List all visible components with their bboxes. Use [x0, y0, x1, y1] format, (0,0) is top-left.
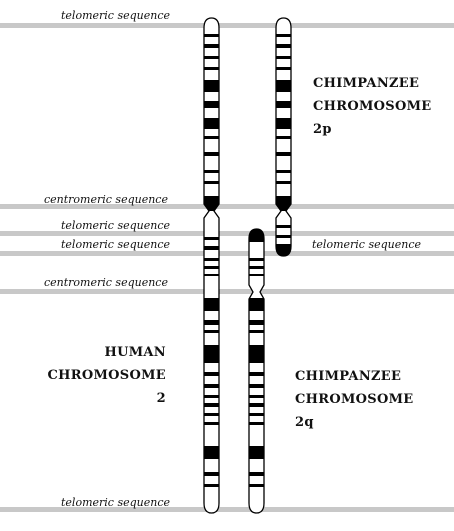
label-human-2-line-3: 2 [156, 391, 166, 406]
chimp-2q-bands [249, 229, 264, 487]
guide-line-centromeric-lower [0, 289, 454, 294]
chimp-chromosome-2q [248, 228, 265, 514]
chimp-2p-bands [276, 34, 291, 256]
label-telomeric-mid-2: telomeric sequence [61, 238, 170, 251]
label-chimp-2p: CHIMPANZEE CHROMOSOME 2p [313, 72, 431, 141]
guide-line-telomeric-top [0, 23, 454, 28]
chimp-2q-outline [248, 228, 265, 514]
label-telomeric-mid-1: telomeric sequence [61, 219, 170, 232]
human-chromosome-bands [204, 34, 219, 487]
label-chimp-2q: CHIMPANZEE CHROMOSOME 2q [295, 365, 413, 434]
label-telomeric-bottom: telomeric sequence [61, 496, 170, 509]
human-chromosome-outline [203, 17, 220, 514]
guide-line-centromeric-upper [0, 204, 454, 209]
label-chimp-2q-line-2: CHROMOSOME [295, 392, 414, 407]
label-telomeric-top: telomeric sequence [61, 9, 170, 22]
guide-line-telomeric-mid-1 [0, 231, 454, 236]
chimp-chromosome-2p [275, 17, 292, 257]
human-chromosome-2 [203, 17, 220, 514]
label-human-2-line-2: CHROMOSOME [47, 368, 166, 383]
label-telomeric-chimp-2p-end: telomeric sequence [312, 238, 421, 251]
label-chimp-2p-line-1: CHIMPANZEE [313, 76, 420, 91]
label-chimp-2q-line-3: 2q [295, 415, 314, 430]
label-chimp-2q-line-1: CHIMPANZEE [295, 369, 402, 384]
label-chimp-2p-line-3: 2p [313, 122, 332, 137]
label-human-2: HUMAN CHROMOSOME 2 [48, 341, 166, 410]
label-human-2-line-1: HUMAN [104, 345, 166, 360]
guide-lines [0, 23, 454, 512]
label-centromeric-lower: centromeric sequence [44, 276, 168, 289]
label-chimp-2p-line-2: CHROMOSOME [313, 99, 432, 114]
label-centromeric-upper: centromeric sequence [44, 193, 168, 206]
guide-line-telomeric-mid-2 [0, 251, 454, 256]
guide-line-telomeric-bottom [0, 507, 454, 512]
